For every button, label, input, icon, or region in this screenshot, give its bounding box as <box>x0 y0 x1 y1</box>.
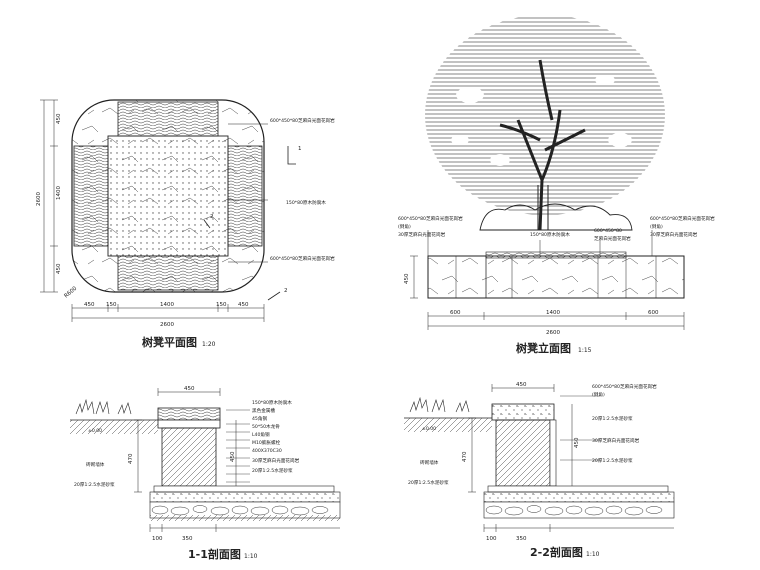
mortar-2 <box>487 485 669 493</box>
plan-wood-bottom <box>117 255 219 291</box>
s2-height-2: 450 <box>574 437 580 448</box>
elev-note-m2a: 600*450*80 <box>594 228 622 234</box>
s1-note-7: 400X370C30 <box>252 448 282 454</box>
plan-dim-l1: 450 <box>56 113 62 124</box>
concrete-core-2 <box>495 419 551 487</box>
elev-note-l2: (倒角) <box>398 223 411 230</box>
s1-top-dim: 450 <box>184 386 195 392</box>
s1-note-3: 45角钢 <box>252 415 267 422</box>
gravel-2 <box>483 501 675 519</box>
bench-elevation <box>427 255 685 299</box>
s2-top-dim: 450 <box>516 382 527 388</box>
plants-2 <box>409 396 470 413</box>
section-2-view <box>404 384 675 532</box>
concrete-core-1 <box>161 427 217 487</box>
plan-dim-total-l: 2600 <box>36 192 42 206</box>
section-1-view <box>70 388 341 532</box>
s2-note-2: (倒角) <box>592 391 605 398</box>
section1-title: 1-1剖面图 <box>188 547 241 561</box>
elev-note-l1: 600*450*80芝麻白光面花岗岩 <box>398 215 463 222</box>
s2-bottom-dim-1: 100 <box>486 536 497 542</box>
plan-dim-b5: 450 <box>238 302 249 308</box>
plan-view <box>40 99 296 322</box>
elevation-title: 树凳立面图 <box>516 341 571 355</box>
plan-title: 树凳平面图 <box>142 335 197 349</box>
elevation-view <box>410 15 685 330</box>
elev-dim-total: 2600 <box>546 330 560 336</box>
plan-wood-right <box>227 145 263 247</box>
s2-left-note-1: 砖砌墙体 <box>420 459 439 466</box>
elev-note-r1: 600*450*80芝麻白光面花岗岩 <box>650 215 715 222</box>
s2-level-label: ±0.00 <box>422 426 436 432</box>
plan-dim-total-b: 2600 <box>160 322 174 328</box>
s2-left-note-2: 20厚1:2.5水泥砂浆 <box>408 479 449 486</box>
elev-dim-3: 600 <box>648 310 659 316</box>
granite-side-2 <box>549 419 557 487</box>
elevation-scale: 1:15 <box>578 347 592 354</box>
s1-note-8: 30厚芝麻白光面花岗岩 <box>252 457 300 464</box>
plan-section-mark-2: 2 <box>284 288 288 294</box>
elev-dim-2: 1400 <box>546 310 560 316</box>
s2-note-1: 600*450*80芝麻白光面花岗岩 <box>592 383 657 390</box>
s2-note-3: 20厚1:2.5水泥砂浆 <box>592 415 633 422</box>
plan-note-1: 600*450*80芝麻白光面花岗岩 <box>270 117 335 124</box>
plan-note-3: 600*450*80芝麻白光面花岗岩 <box>270 255 335 262</box>
s1-left-note-1: 砖砌墙体 <box>86 461 105 468</box>
section1-scale: 1:10 <box>244 553 258 560</box>
plan-dim-l2: 1400 <box>56 186 62 200</box>
plan-wood-left <box>73 145 109 247</box>
elev-note-m2b: 芝麻白光面花岗岩 <box>594 235 631 242</box>
mortar-1 <box>153 485 335 493</box>
s1-height-1: 470 <box>128 453 134 464</box>
granite-seat-2 <box>491 403 555 421</box>
plan-section-mark-1: 1 <box>298 146 302 152</box>
plan-planting-area <box>107 135 229 257</box>
s2-bottom-dim-2: 350 <box>516 536 527 542</box>
s2-note-4: 30厚芝麻白光面花岗岩 <box>592 437 640 444</box>
granite-top-1 <box>157 419 221 429</box>
bench-top-wood <box>485 251 627 259</box>
elev-dim-1: 600 <box>450 310 461 316</box>
s1-left-note-2: 20厚1:2.5水泥砂浆 <box>74 481 115 488</box>
s1-bottom-dim-2: 350 <box>182 536 193 542</box>
tree-canopy <box>425 15 665 215</box>
plan-radius: R600 <box>63 285 78 299</box>
plan-wood-top <box>117 101 219 137</box>
elev-height: 450 <box>404 273 410 284</box>
base-slab-2 <box>483 491 675 503</box>
s1-level-label: ±0.00 <box>88 428 102 434</box>
s1-note-5: L40角钢 <box>252 431 270 438</box>
plants-1 <box>75 398 132 415</box>
wood-seat-1 <box>157 407 221 421</box>
plan-dim-b1: 450 <box>84 302 95 308</box>
elev-note-r3: 30厚芝麻白光面花岗岩 <box>650 231 698 238</box>
s2-note-5: 20厚1:2.5水泥砂浆 <box>592 457 633 464</box>
s2-height-1: 470 <box>462 451 468 462</box>
plan-dim-b2: 150 <box>106 302 117 308</box>
plan-section-mark-3: 2 <box>210 214 214 220</box>
elev-note-m1: 150*80原木防腐木 <box>530 231 570 238</box>
base-slab-1 <box>149 491 341 503</box>
plan-dim-l3: 450 <box>56 263 62 274</box>
tree-trunk <box>499 59 586 231</box>
s1-height-2: 450 <box>230 451 236 462</box>
s1-note-1: 150*80原木防腐木 <box>252 399 292 406</box>
s1-note-6: M10膨胀螺栓 <box>252 439 281 446</box>
plan-dim-b4: 150 <box>216 302 227 308</box>
shrubs <box>479 203 633 231</box>
s1-note-9: 20厚1:2.5水泥砂浆 <box>252 467 293 474</box>
s1-note-4: 50*50木龙骨 <box>252 423 280 430</box>
s1-note-2: 黑色金属槽 <box>252 407 275 414</box>
elev-note-l3: 30厚芝麻白光面花岗岩 <box>398 231 446 238</box>
plan-note-2: 150*80原木防腐木 <box>286 199 326 206</box>
section2-scale: 1:10 <box>586 551 600 558</box>
section2-title: 2-2剖面图 <box>530 545 583 559</box>
elev-note-r2: (倒角) <box>650 223 663 230</box>
s1-bottom-dim-1: 100 <box>152 536 163 542</box>
plan-scale: 1:20 <box>202 341 216 348</box>
plan-dim-b3: 1400 <box>160 302 174 308</box>
